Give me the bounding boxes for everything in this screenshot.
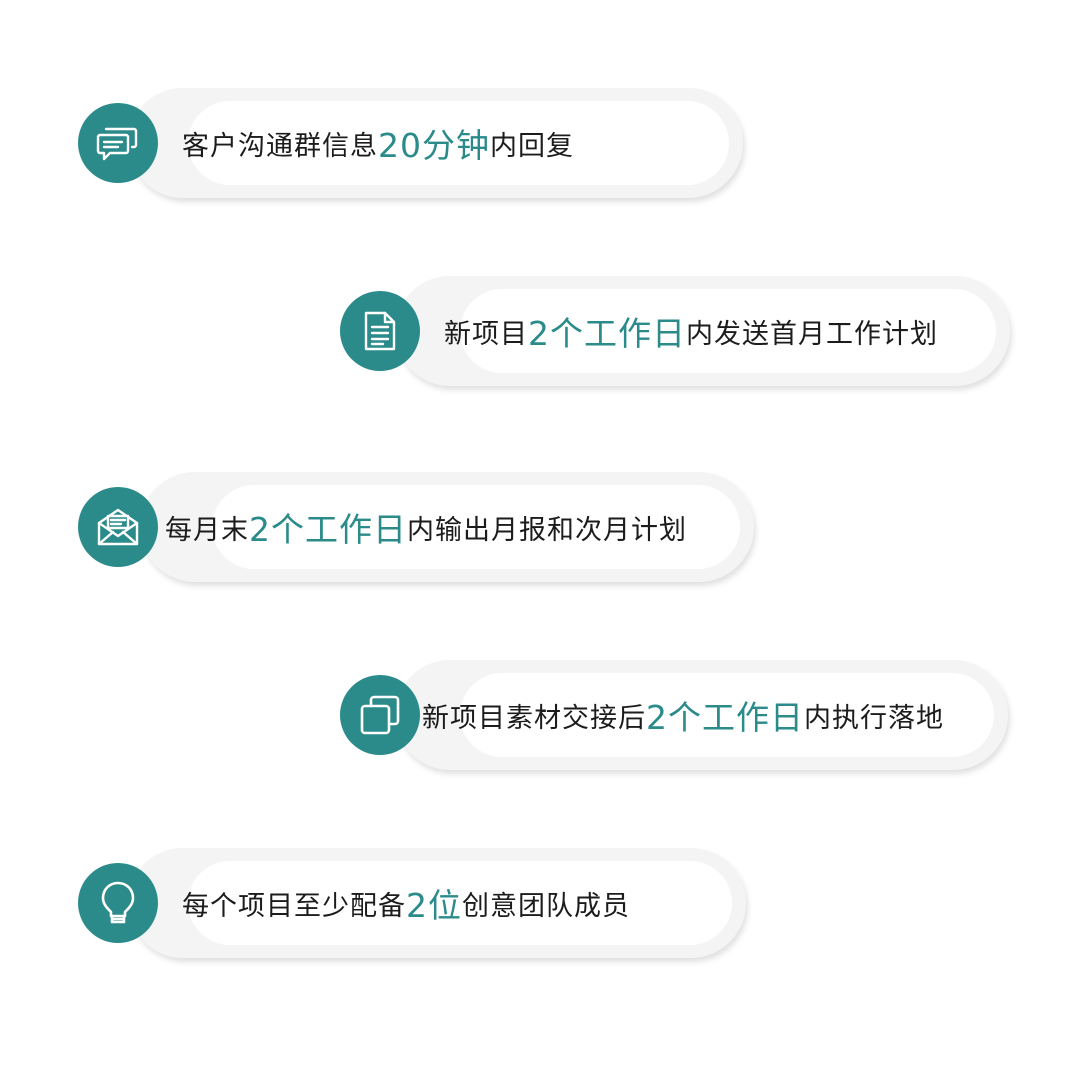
pill-frame bbox=[395, 660, 1008, 770]
pill-frame bbox=[395, 276, 1010, 386]
pill-inner bbox=[188, 861, 732, 945]
text-before: 新项目 bbox=[444, 318, 528, 350]
pill-inner bbox=[460, 289, 996, 373]
highlight-value: 2个工作日 bbox=[528, 314, 686, 353]
copy-icon bbox=[340, 675, 420, 755]
text-after: 内输出月报和次月计划 bbox=[407, 514, 687, 546]
envelope-icon bbox=[78, 487, 158, 567]
highlight-value: 2个工作日 bbox=[249, 510, 407, 549]
text-before: 新项目素材交接后 bbox=[422, 702, 646, 734]
text-before: 客户沟通群信息 bbox=[182, 130, 378, 162]
pill-inner bbox=[460, 673, 994, 757]
text-after: 内发送首月工作计划 bbox=[686, 318, 938, 350]
pill-frame bbox=[128, 848, 746, 958]
chat-bubbles-icon bbox=[78, 103, 158, 183]
pill-frame bbox=[128, 88, 743, 198]
highlight-value: 2个工作日 bbox=[646, 698, 804, 737]
lightbulb-icon bbox=[78, 863, 158, 943]
pill-inner bbox=[212, 485, 740, 569]
text-before: 每月末 bbox=[165, 514, 249, 546]
text-before: 每个项目至少配备 bbox=[182, 890, 406, 922]
document-icon bbox=[340, 291, 420, 371]
pill-frame bbox=[140, 472, 754, 582]
pill-inner bbox=[188, 101, 729, 185]
text-after: 内执行落地 bbox=[804, 702, 944, 734]
text-after: 内回复 bbox=[490, 130, 574, 162]
highlight-value: 20分钟 bbox=[378, 126, 490, 165]
text-after: 创意团队成员 bbox=[462, 890, 630, 922]
highlight-value: 2位 bbox=[406, 886, 462, 925]
